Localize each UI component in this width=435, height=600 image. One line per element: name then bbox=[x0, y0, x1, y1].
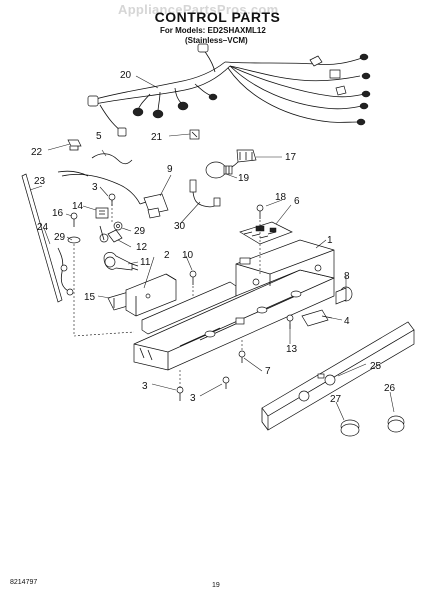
callout-25: 25 bbox=[370, 361, 382, 372]
light-bulb bbox=[205, 161, 233, 179]
callout-11: 11 bbox=[140, 257, 151, 268]
callout-3-bottom-left: 3 bbox=[142, 381, 148, 392]
callout-labels: 20 5 22 21 9 17 19 23 3 18 6 14 16 30 29… bbox=[31, 70, 396, 405]
callout-13: 13 bbox=[286, 344, 298, 355]
bracket-2 bbox=[125, 273, 177, 317]
callout-8: 8 bbox=[344, 271, 350, 282]
control-panel-25 bbox=[261, 321, 415, 431]
wire-clip-22 bbox=[67, 139, 82, 151]
page-title: CONTROL PARTS bbox=[154, 9, 281, 25]
control-housing bbox=[133, 239, 335, 371]
leader-lines bbox=[29, 75, 395, 421]
callout-14: 14 bbox=[72, 201, 84, 212]
callout-24: 24 bbox=[37, 222, 49, 233]
callout-30: 30 bbox=[174, 221, 186, 232]
callout-3-top: 3 bbox=[92, 182, 98, 193]
variant-line: (Stainless–VCM) bbox=[185, 36, 248, 45]
ground-wire-24 bbox=[57, 247, 74, 296]
switch-4 bbox=[301, 309, 333, 327]
thermostat-11 bbox=[103, 252, 139, 271]
screw-3-bottom-left bbox=[176, 386, 184, 401]
control-board-6 bbox=[239, 221, 293, 245]
document-number: 8214797 bbox=[10, 579, 38, 586]
callout-29-lower: 29 bbox=[54, 232, 66, 243]
wire-harness bbox=[87, 43, 371, 137]
clip-12 bbox=[99, 225, 123, 243]
callout-17: 17 bbox=[285, 152, 297, 163]
knob-27 bbox=[340, 419, 360, 437]
callout-19: 19 bbox=[238, 173, 250, 184]
callout-6: 6 bbox=[294, 196, 300, 207]
callout-20: 20 bbox=[120, 70, 132, 81]
callout-10: 10 bbox=[182, 250, 194, 261]
page-number: 19 bbox=[212, 582, 220, 589]
callout-27: 27 bbox=[330, 394, 342, 405]
models-line: For Models: ED2SHAXML12 bbox=[160, 26, 266, 35]
callout-12: 12 bbox=[136, 242, 148, 253]
callout-2: 2 bbox=[164, 250, 170, 261]
cover-23 bbox=[21, 173, 63, 303]
knob-8 bbox=[335, 286, 353, 305]
washer-29a bbox=[113, 221, 123, 231]
callout-22: 22 bbox=[31, 147, 43, 158]
knob-26 bbox=[387, 415, 405, 433]
screw-7 bbox=[238, 350, 246, 363]
watermark: AppliancePartsPros.com bbox=[118, 2, 279, 17]
bracket-14 bbox=[95, 207, 109, 219]
callout-15: 15 bbox=[84, 292, 96, 303]
callout-21: 21 bbox=[151, 132, 163, 143]
screw-16 bbox=[70, 212, 78, 227]
screw-18 bbox=[256, 204, 264, 219]
callout-26: 26 bbox=[384, 383, 396, 394]
callout-5: 5 bbox=[96, 131, 102, 142]
screw-3-bottom-right bbox=[222, 376, 230, 389]
callout-9: 9 bbox=[167, 164, 173, 175]
tube-5 bbox=[91, 153, 133, 165]
callout-29-upper: 29 bbox=[134, 226, 146, 237]
callout-18: 18 bbox=[275, 192, 287, 203]
callout-1: 1 bbox=[327, 235, 333, 246]
callout-16: 16 bbox=[52, 208, 64, 219]
callout-7: 7 bbox=[265, 366, 271, 377]
clip-21 bbox=[189, 129, 200, 140]
callout-23: 23 bbox=[34, 176, 46, 187]
screw-10 bbox=[189, 270, 197, 285]
callout-3-bottom-right: 3 bbox=[190, 393, 196, 404]
switch-9 bbox=[57, 170, 169, 219]
wire-30 bbox=[189, 179, 221, 208]
washer-29b bbox=[67, 236, 81, 244]
callout-4: 4 bbox=[344, 316, 350, 327]
